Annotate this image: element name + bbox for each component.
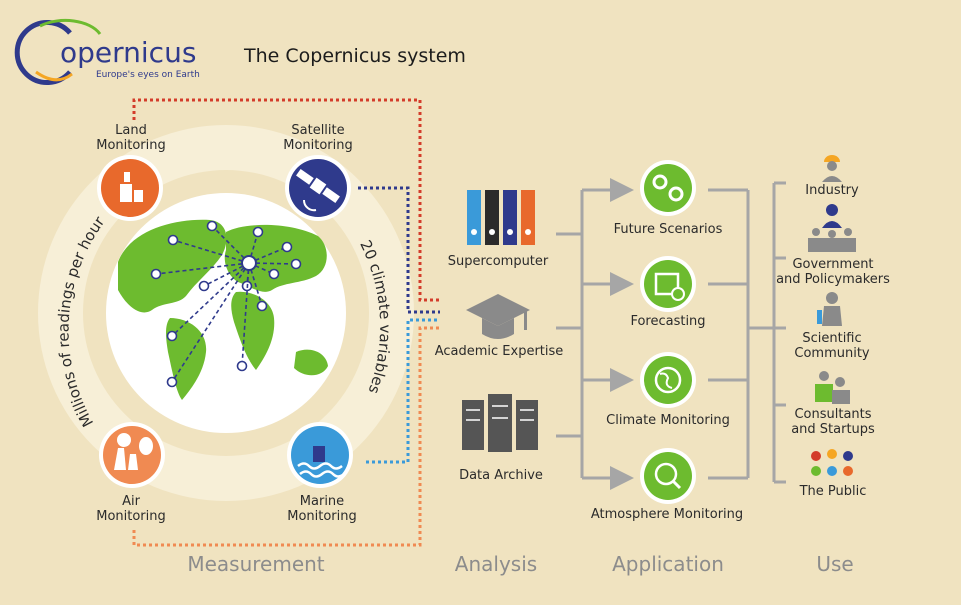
marine-monitoring-icon <box>287 422 353 488</box>
network-link <box>172 239 250 264</box>
section-measurement: Measurement <box>187 552 325 576</box>
climate-monitoring-icon <box>640 352 696 408</box>
land-monitoring-icon <box>97 155 163 221</box>
network-node <box>167 234 179 246</box>
network-node <box>290 258 302 270</box>
land-monitoring-label: Land Monitoring <box>96 123 166 153</box>
network-link <box>241 262 250 367</box>
forecasting-label: Forecasting <box>630 314 706 329</box>
network-node <box>236 360 248 372</box>
satellite-monitoring-label: Satellite Monitoring <box>283 123 353 153</box>
flow-lines <box>556 178 786 490</box>
network-node <box>150 268 162 280</box>
network-node <box>166 376 178 388</box>
network-link <box>155 262 250 275</box>
network-node <box>198 280 210 292</box>
government-icon <box>808 204 856 252</box>
forecasting-icon <box>640 256 696 312</box>
data-archive-icon <box>462 394 538 452</box>
page-title: The Copernicus system <box>244 45 466 67</box>
network-link <box>171 262 250 337</box>
academic-cap-icon <box>466 294 530 339</box>
logo-tagline: Europe's eyes on Earth <box>96 70 200 80</box>
academic-expertise-label: Academic Expertise <box>434 344 564 359</box>
marine-monitoring-label: Marine Monitoring <box>287 494 357 524</box>
future-scenarios-icon <box>640 160 696 216</box>
supercomputer-icon <box>467 190 535 245</box>
globe <box>106 193 346 433</box>
network-link <box>203 262 250 287</box>
network-link <box>248 231 259 264</box>
data-archive-label: Data Archive <box>459 468 543 483</box>
air-monitoring-label: Air Monitoring <box>96 494 166 524</box>
network-node <box>268 268 280 280</box>
atmosphere-monitoring-icon <box>640 448 696 504</box>
network-node <box>252 226 264 238</box>
supercomputer-label: Supercomputer <box>447 254 549 269</box>
section-use: Use <box>816 552 854 576</box>
industry-worker-icon <box>822 155 842 182</box>
government-label: Government and Policymakers <box>776 257 890 287</box>
copernicus-logo-mark <box>14 19 102 85</box>
network-node <box>256 300 268 312</box>
network-link <box>171 262 250 383</box>
future-scenarios-label: Future Scenarios <box>613 222 723 237</box>
scientific-community-label: Scientific Community <box>794 331 870 361</box>
consultants-label: Consultants and Startups <box>791 407 875 437</box>
network-node <box>281 241 293 253</box>
section-analysis: Analysis <box>454 552 538 576</box>
scientist-icon <box>817 292 842 326</box>
consultants-icon <box>815 371 850 404</box>
section-application: Application <box>612 552 724 576</box>
network-node <box>206 220 218 232</box>
measurement-connectors <box>132 98 440 547</box>
network-node <box>166 330 178 342</box>
industry-label: Industry <box>805 183 859 198</box>
satellite-monitoring-icon <box>285 155 351 221</box>
air-monitoring-icon <box>99 422 165 488</box>
atmosphere-monitoring-label: Atmosphere Monitoring <box>590 507 744 522</box>
public-label: The Public <box>799 484 867 499</box>
public-dots-icon <box>811 449 853 476</box>
logo-wordmark: opernicus <box>60 36 197 69</box>
climate-monitoring-label: Climate Monitoring <box>606 413 730 428</box>
network-link <box>211 225 250 264</box>
